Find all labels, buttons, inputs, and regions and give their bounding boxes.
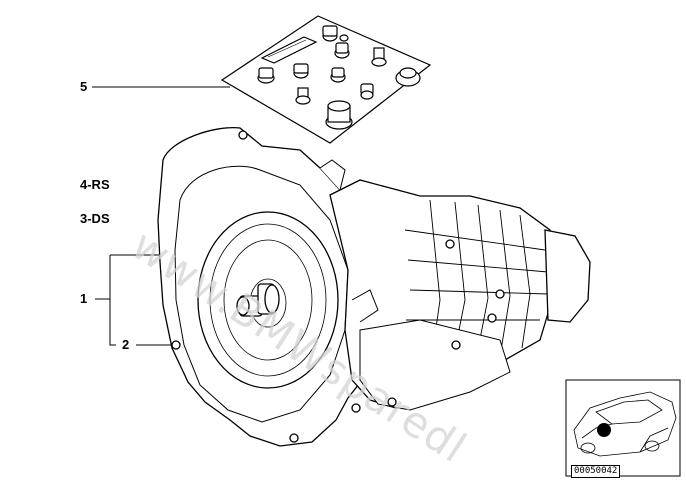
locator-thumbnail bbox=[565, 379, 681, 477]
kit-parts bbox=[257, 25, 421, 130]
callout-2: 2 bbox=[122, 337, 130, 352]
callout-1: 1 bbox=[80, 291, 88, 306]
callout-3-ds: 3-DS bbox=[80, 211, 110, 226]
thumbnail-frame bbox=[565, 379, 681, 477]
tail-housing bbox=[544, 229, 591, 323]
callout-4-rs: 4-RS bbox=[80, 177, 110, 192]
thumbnail-highlight-dot bbox=[597, 423, 611, 437]
diagram-id-label: 00050042 bbox=[571, 465, 621, 478]
kit-label-plate bbox=[260, 36, 318, 64]
bracket-1 bbox=[109, 255, 116, 346]
input-shaft bbox=[236, 283, 280, 317]
transmission-assembly bbox=[157, 126, 591, 447]
bell-bolts bbox=[171, 130, 505, 443]
seal-kit-card bbox=[220, 15, 432, 144]
callout-5: 5 bbox=[80, 79, 88, 94]
valve-body bbox=[359, 319, 511, 411]
